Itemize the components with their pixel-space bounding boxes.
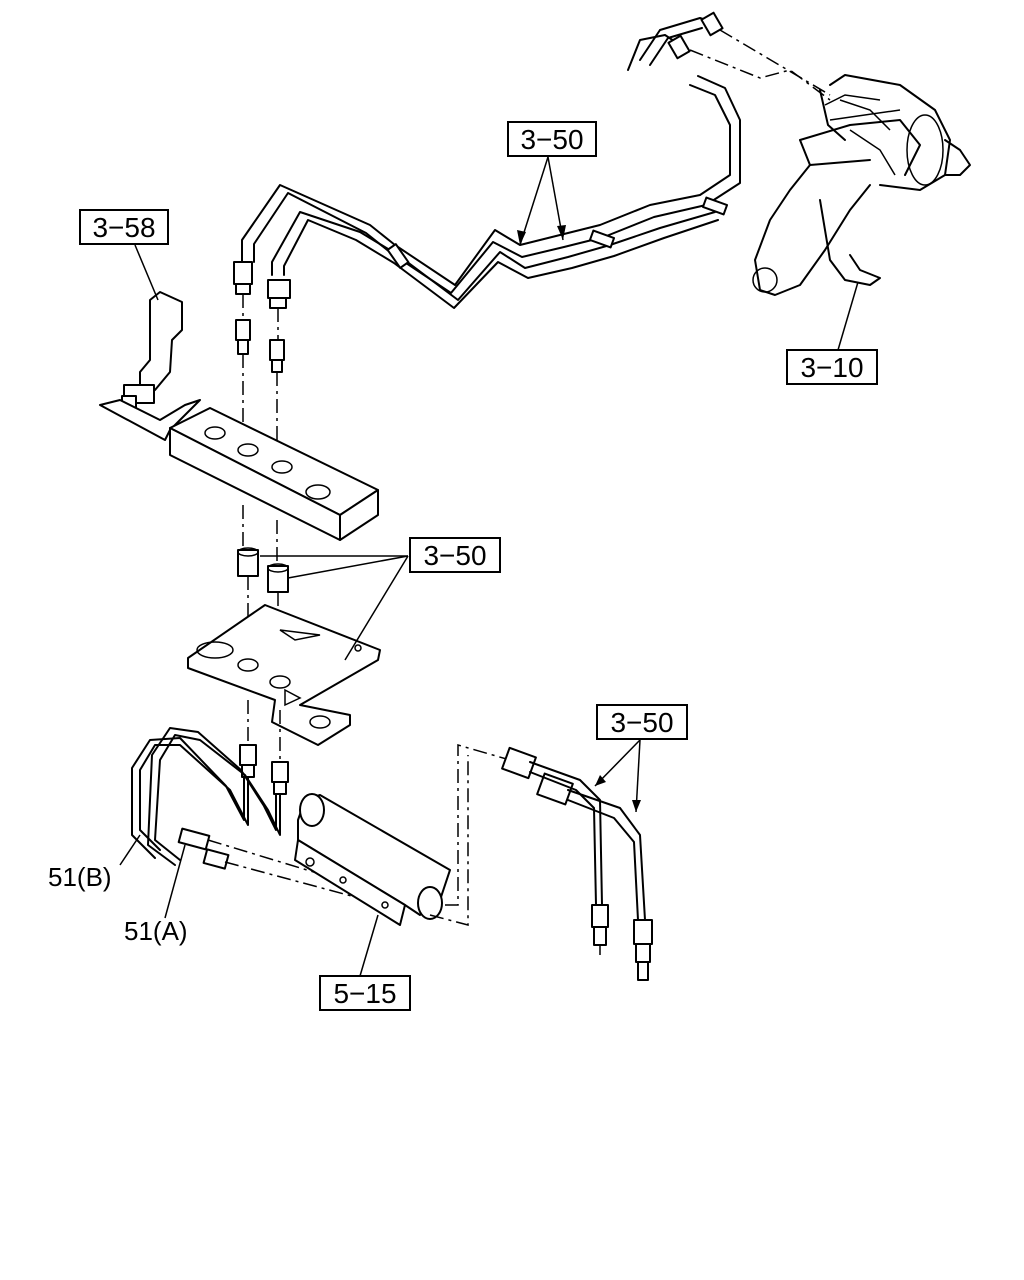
callout-3-10[interactable]: 3−10 xyxy=(786,349,878,385)
master-cylinder-assembly xyxy=(752,74,971,296)
callout-3-10-text: 3−10 xyxy=(800,352,863,383)
callout-5-15[interactable]: 5−15 xyxy=(319,975,411,1011)
bushings xyxy=(237,547,289,593)
callout-3-50-top[interactable]: 3−50 xyxy=(507,121,597,157)
callout-3-50-mid[interactable]: 3−50 xyxy=(409,537,501,573)
mounting-block xyxy=(169,407,379,541)
upper-brake-pipes xyxy=(241,11,831,309)
lower-bracket xyxy=(187,604,381,746)
bracket-3-58 xyxy=(99,291,201,441)
crossmember-5-15 xyxy=(294,793,451,926)
callout-3-50-right[interactable]: 3−50 xyxy=(596,704,688,740)
pipe-end-fittings-top xyxy=(233,261,291,465)
callout-3-58-text: 3−58 xyxy=(92,212,155,243)
callout-51b[interactable]: 51(B) xyxy=(48,862,112,892)
right-lower-pipes xyxy=(501,746,653,981)
leader-lines xyxy=(119,156,859,977)
callout-3-50-right-text: 3−50 xyxy=(610,707,673,738)
callout-3-50-mid-text: 3−50 xyxy=(423,540,486,571)
callout-51a[interactable]: 51(A) xyxy=(124,916,188,946)
callout-3-50-top-text: 3−50 xyxy=(520,124,583,155)
callout-3-58[interactable]: 3−58 xyxy=(79,209,169,245)
callout-5-15-text: 5−15 xyxy=(333,978,396,1009)
